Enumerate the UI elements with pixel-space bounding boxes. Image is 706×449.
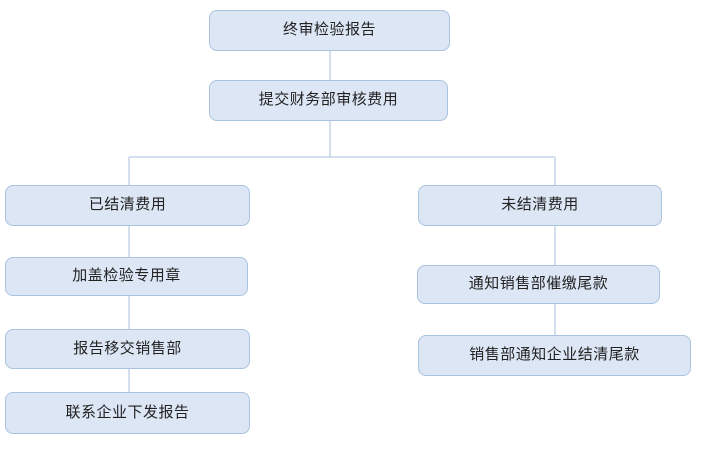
node-label: 提交财务部审核费用 [258,91,399,109]
node-label: 未结清费用 [501,196,579,214]
node-notify-sales-collect-balance[interactable]: 通知销售部催缴尾款 [417,265,660,304]
node-contact-enterprise-issue-report[interactable]: 联系企业下发报告 [5,392,250,434]
node-report-to-sales-dept[interactable]: 报告移交销售部 [5,329,250,369]
node-label: 已结清费用 [88,196,167,214]
node-sales-notify-enterprise-settle-balance[interactable]: 销售部通知企业结清尾款 [418,335,691,376]
node-label: 联系企业下发报告 [65,403,190,421]
node-label: 销售部通知企业结清尾款 [469,346,640,364]
node-label: 通知销售部催缴尾款 [468,275,609,293]
node-submit-finance-review-fee[interactable]: 提交财务部审核费用 [209,80,448,121]
node-final-inspection-report[interactable]: 终审检验报告 [209,10,450,51]
node-label: 终审检验报告 [282,21,376,39]
node-fees-settled[interactable]: 已结清费用 [5,185,250,226]
node-label: 加盖检验专用章 [72,267,181,285]
node-fees-unsettled[interactable]: 未结清费用 [418,185,662,226]
node-affix-inspection-seal[interactable]: 加盖检验专用章 [5,257,248,296]
node-label: 报告移交销售部 [73,339,182,357]
